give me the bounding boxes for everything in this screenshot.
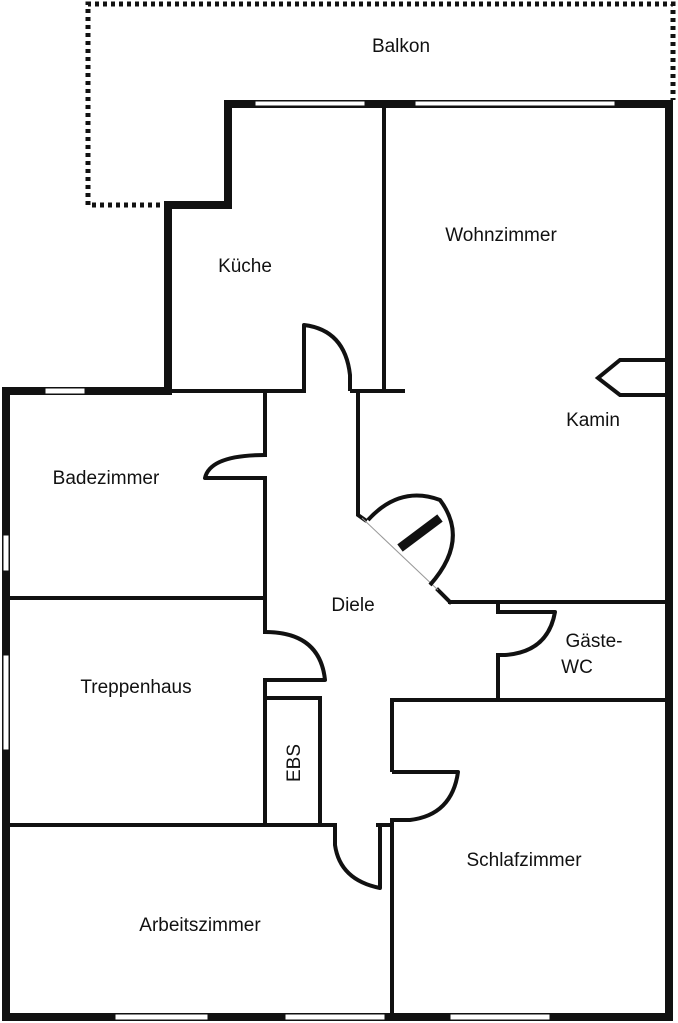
exterior-wall <box>2 100 673 1021</box>
room-label-badezimmer: Badezimmer <box>53 468 160 489</box>
room-label-wohnzimmer: Wohnzimmer <box>445 225 557 246</box>
doors <box>203 323 557 890</box>
interior-walls <box>4 106 669 1019</box>
room-label-balkon: Balkon <box>372 36 430 57</box>
windows <box>2 100 616 1021</box>
room-label-schlafzimmer: Schlafzimmer <box>466 850 582 871</box>
room-label-kueche: Küche <box>218 256 272 277</box>
fireplace-icon <box>594 358 667 397</box>
room-label-ebs: EBS <box>284 744 305 782</box>
room-label-gaeste-wc-2: WC <box>561 657 593 678</box>
room-label-diele: Diele <box>331 595 374 616</box>
room-label-treppenhaus: Treppenhaus <box>80 677 191 698</box>
room-label-arbeitszimmer: Arbeitszimmer <box>139 915 261 936</box>
room-label-kamin: Kamin <box>566 410 620 431</box>
room-label-gaeste-wc-1: Gäste- <box>565 631 622 652</box>
balcony-outline <box>85 1 676 208</box>
